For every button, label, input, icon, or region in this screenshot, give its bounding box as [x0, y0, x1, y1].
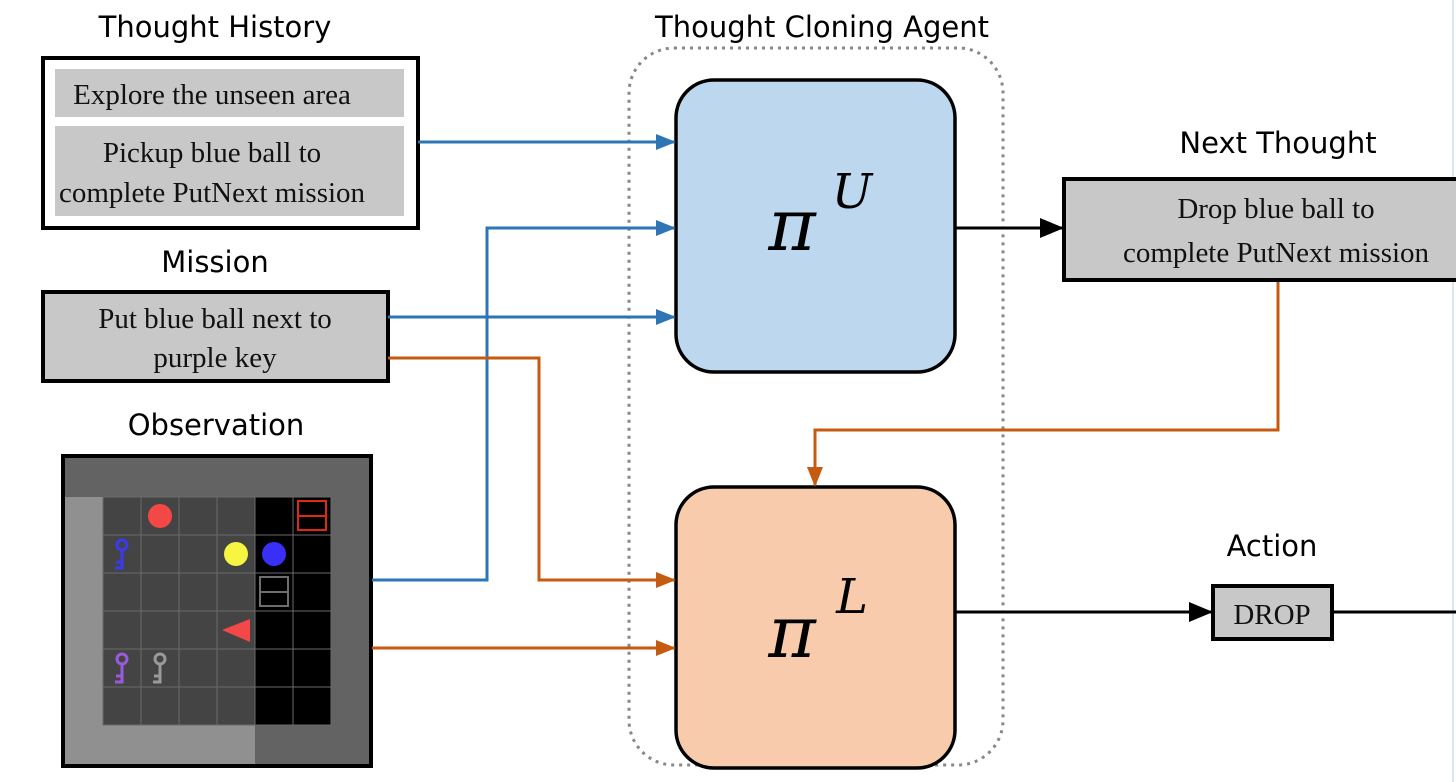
grid-cell: [140, 610, 180, 650]
mission-box: Put blue ball next to purple key: [41, 290, 390, 383]
thought-history-item: complete PutNext mission: [59, 177, 366, 209]
pi-symbol: π: [767, 590, 817, 674]
arrow-mission-to-lower: [388, 356, 676, 588]
pi-superscript: L: [835, 569, 868, 625]
grid-cell: [254, 496, 294, 536]
thought-history-label: Thought History: [98, 10, 332, 44]
action-text: DROP: [1233, 599, 1310, 631]
grid-cell: [216, 686, 256, 726]
grid-cell: [140, 572, 180, 612]
grid-cell: [102, 686, 142, 726]
grid-cell: [292, 610, 332, 650]
policy-upper: π U: [674, 78, 957, 374]
pi-symbol: π: [767, 183, 817, 267]
action-box: DROP: [1211, 584, 1334, 641]
grid-cell: [102, 496, 142, 536]
grid-cell: [140, 686, 180, 726]
agent-triangle-icon: [222, 619, 250, 642]
agent-label: Thought Cloning Agent: [654, 10, 989, 44]
next-thought-text: Drop blue ball to: [1177, 193, 1374, 225]
grid-cell: [254, 610, 294, 650]
grid-cell: [178, 610, 218, 650]
next-thought-label: Next Thought: [1179, 126, 1376, 160]
policy-lower: π L: [674, 485, 957, 770]
grid-cell: [216, 496, 256, 536]
action-label: Action: [1227, 529, 1318, 563]
grid-cell: [216, 648, 256, 688]
observation-grid: [61, 454, 373, 768]
grid-cell: [292, 648, 332, 688]
grid-cell: [178, 648, 218, 688]
grid-cell: [254, 648, 294, 688]
thought-history-item: Explore the unseen area: [73, 79, 351, 111]
grid-cell: [178, 534, 218, 574]
grid-cell: [292, 686, 332, 726]
next-thought-box: Drop blue ball to complete PutNext missi…: [1062, 177, 1456, 282]
mission-text: purple key: [153, 342, 277, 374]
observation-label: Observation: [128, 408, 305, 442]
grid-cell: [102, 572, 142, 612]
thought-history-box: Explore the unseen area Pickup blue ball…: [41, 56, 420, 230]
grid-cell: [292, 534, 332, 574]
key-icon: [115, 550, 124, 570]
ball-icon: [224, 542, 248, 566]
grid-cell: [102, 610, 142, 650]
grid-cell: [254, 686, 294, 726]
ball-icon: [148, 504, 172, 528]
key-icon: [115, 664, 124, 684]
mission-label: Mission: [161, 245, 268, 279]
mission-text: Put blue ball next to: [98, 303, 332, 335]
pi-superscript: U: [832, 164, 874, 220]
grid-cell: [292, 572, 332, 612]
ball-icon: [262, 542, 286, 566]
thought-history-item: Pickup blue ball to: [103, 137, 321, 169]
grid-cell: [140, 534, 180, 574]
grid-cell: [178, 496, 218, 536]
key-icon: [153, 664, 162, 684]
next-thought-text: complete PutNext mission: [1123, 237, 1430, 269]
grid-cell: [178, 686, 218, 726]
grid-cell: [178, 572, 218, 612]
arrow-observation-to-upper: [372, 220, 676, 582]
arrow-thought-to-lower: [807, 282, 1280, 487]
grid-cell: [216, 572, 256, 612]
